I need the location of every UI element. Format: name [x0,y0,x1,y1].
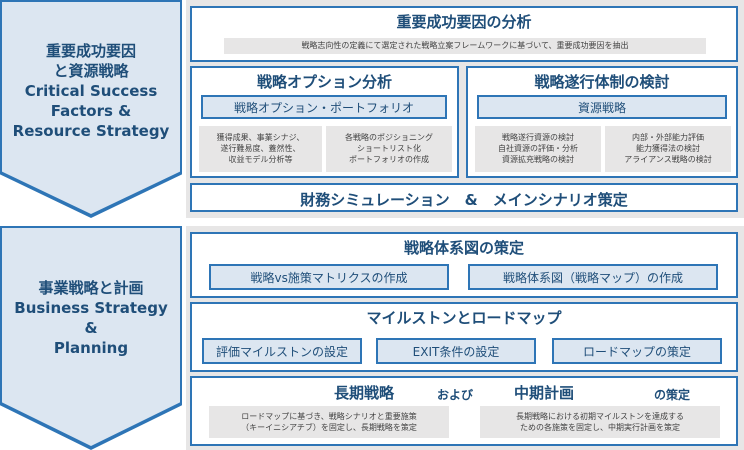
exit-condition-pill: EXIT条件の設定 [376,338,536,364]
and-label: および [437,388,474,402]
critical-factor-box: 重要成功要因の分析 戦略志向性の定義にて選定された戦略立案フレームワークに基づい… [190,6,738,62]
finance-title: 財務シミュレーション & メインシナリオ策定 [300,191,628,209]
section1-chevron-label: 重要成功要因 と資源戦略 Critical Success Factors & … [0,41,182,141]
section2-chevron [2,228,180,446]
note-line: 資源拡充戦略の検討 [502,155,574,164]
note-line: 内部・外部能力評価 [632,133,704,142]
section2-chevron-label: 事業戦略と計画 Business Strategy & Planning [0,278,182,358]
milestone-box: マイルストンとロードマップ 評価マイルストンの設定 EXIT条件の設定 ロードマ… [190,302,738,372]
mid-plan-title: 中期計画 [514,384,575,402]
long-strategy-title: 長期戦略 [334,384,395,402]
note-line: 能力獲得法の検討 [636,144,700,153]
note-line: 遂行難易度、蓋然性、 [220,144,301,153]
options-left-note: 獲得成果、事業シナジ、 遂行難易度、蓋然性、 収益モデル分析等 [199,126,322,172]
milestone-title: マイルストンとロードマップ [366,309,562,327]
options-right-note: 各戦略のポジショニング ショートリスト化 ポートフォリオの作成 [326,126,452,172]
chevron-line: Resource Strategy [12,122,170,140]
note-line: 各戦略のポジショニング [345,133,433,142]
note-line: ポートフォリオの作成 [349,155,429,164]
note-line: アライアンス戦略の検討 [624,155,712,164]
formulate-suffix: の策定 [654,388,691,402]
note-line: ロードマップに基づき、戦略シナリオと重要施策 [241,412,417,421]
milestone-pill: 評価マイルストンの設定 [202,338,362,364]
critical-factor-desc: 戦略志向性の定義にて選定された戦略立案フレームワークに基づいて、重要成功要因を抽… [224,38,706,54]
execution-box: 戦略遂行体制の検討 資源戦略 戦略遂行資源の検討 自社資源の評価・分析 資源拡充… [466,66,738,178]
chevron-line: と資源戦略 [53,62,129,80]
note-line: 自社資源の評価・分析 [498,144,578,153]
options-portfolio-pill: 戦略オプション・ポートフォリオ [201,95,447,119]
resource-strategy-pill: 資源戦略 [477,95,727,119]
strategy-system-box: 戦略体系図の策定 戦略vs施策マトリクスの作成 戦略体系図（戦略マップ）の作成 [190,232,738,298]
note-line: 収益モデル分析等 [228,155,293,164]
roadmap-pill: ロードマップの策定 [552,338,722,364]
chevron-line: Business Strategy [14,299,168,317]
note-line: 獲得成果、事業シナジ、 [216,133,305,142]
note-line: 長期戦略における初期マイルストンを達成する [516,412,684,421]
chevron-line: 重要成功要因 [45,42,136,60]
note-line: 戦略遂行資源の検討 [502,133,574,142]
matrix-pill: 戦略vs施策マトリクスの作成 [209,264,449,290]
critical-factor-title: 重要成功要因の分析 [396,13,532,31]
chevron-line: Planning [53,339,129,357]
chevron-line: Factors & [50,102,132,120]
strategy-system-title: 戦略体系図の策定 [403,239,524,257]
options-title: 戦略オプション分析 [256,73,392,91]
chevron-line: 事業戦略と計画 [38,279,144,297]
long-strategy-note: ロードマップに基づき、戦略シナリオと重要施策 （キーイニシアチブ）を固定し、長期… [209,406,449,438]
strategy-map-pill: 戦略体系図（戦略マップ）の作成 [468,264,718,290]
execution-title: 戦略遂行体制の検討 [534,73,670,91]
long-mid-box: 長期戦略 および 中期計画 の策定 ロードマップに基づき、戦略シナリオと重要施策… [190,376,738,446]
note-line: ための各施策を固定し、中期実行計画を策定 [520,423,680,432]
chevron-line: Critical Success [24,82,158,100]
options-box: 戦略オプション分析 戦略オプション・ポートフォリオ 獲得成果、事業シナジ、 遂行… [190,66,459,178]
note-line: （キーイニシアチブ）を固定し、長期戦略を策定 [241,423,417,432]
note-line: ショートリスト化 [357,144,421,153]
execution-left-note: 戦略遂行資源の検討 自社資源の評価・分析 資源拡充戦略の検討 [475,126,601,172]
mid-plan-note: 長期戦略における初期マイルストンを達成する ための各施策を固定し、中期実行計画を… [480,406,720,438]
finance-box: 財務シミュレーション & メインシナリオ策定 [190,183,738,212]
execution-right-note: 内部・外部能力評価 能力獲得法の検討 アライアンス戦略の検討 [605,126,731,172]
section1-chevron [2,2,180,214]
chevron-line: & [84,319,98,337]
